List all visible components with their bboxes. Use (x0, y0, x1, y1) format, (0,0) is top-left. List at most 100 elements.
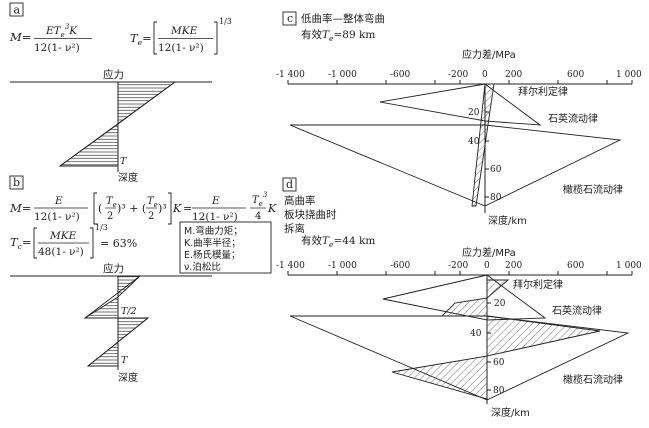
panel-a-Te-exp: 1/3 (219, 17, 232, 26)
panel-d-Te-suffix: =44 km (333, 235, 375, 247)
panel-b-legend-0: M.弯曲力矩； (184, 225, 243, 237)
panel-c-title-line1: 低曲率—整体弯曲 (301, 12, 385, 25)
panel-c-title-sub: e (329, 34, 334, 43)
panel-d-side-1: 板块挠曲时 (284, 208, 337, 221)
panel-d-tag: d (286, 178, 293, 191)
panel-d-label-byerlee: 拜尔利定律 (513, 278, 563, 291)
panel-d-xtick-3: -200 (448, 261, 468, 271)
panel-b-tag-box (9, 175, 24, 190)
panel-d: d 高曲率 板块挠曲时 拆离 有效Te=44 km 应力差/MPa -1 400… (276, 177, 642, 419)
panel-c-xtick-6: 600 (567, 70, 584, 80)
panel-b-M-bracket-left (93, 192, 97, 225)
panel-c-stress-profile (471, 83, 495, 207)
panel-c-title-T: T (322, 29, 330, 41)
svg-text:有效Te=89 km: 有效Te=89 km (301, 28, 375, 43)
panel-b-frac3-num: T (252, 195, 260, 206)
panel-b-Te-eq: = (22, 235, 32, 249)
panel-b-frac3-num-sub: e (259, 200, 263, 208)
panel-d-olivine-envelope (289, 315, 630, 401)
panel-d-xtick-0: -1 400 (276, 261, 305, 271)
panel-b-upper-compression (83, 296, 119, 319)
panel-d-stress-lower-right (486, 315, 601, 357)
panel-b-paren-open: ( (98, 202, 102, 215)
panel-b-M-lhs: M= (9, 201, 31, 215)
panel-c-title-prefix: 有效 (301, 28, 322, 41)
panel-b-depth-label: 深度 (118, 371, 138, 384)
panel-b-eq: = (183, 202, 192, 215)
panel-c-dtick-0: 20 (468, 108, 480, 118)
panel-b-legend-1: K.曲率半径； (184, 237, 241, 249)
panel-c-dtick-2: 60 (490, 165, 502, 175)
panel-c-xtick-1: -1 000 (328, 70, 357, 80)
panel-b-Te-sub: c (18, 242, 23, 251)
panel-c-x-ticks (287, 80, 633, 84)
panel-b: b M= E 12(1- ν²) ( Te 2 )³ + ( Te 2 )³ K… (9, 175, 277, 384)
panel-b-frac3-den: 4 (255, 211, 261, 222)
panel-a-Te-eq: = (142, 31, 152, 45)
panel-b-tail-K: K (267, 202, 277, 215)
panel-c-axis-title: 应力差/MPa (462, 48, 516, 61)
panel-d-xtick-4: 0 (484, 261, 490, 271)
panel-b-legend-2: E.杨氏模量； (184, 249, 241, 261)
panel-a-M-num-sup: 3 (65, 23, 70, 31)
panel-b-two1: 2 (107, 211, 113, 222)
panel-b-legend-3: ν.泊松比 (184, 261, 221, 273)
panel-a-M-den: 12(1- ν²) (34, 42, 80, 54)
panel-b-upper-tension (117, 275, 142, 299)
panel-a-depth-label: 深度 (118, 171, 138, 184)
panel-b-M-bracket-right (168, 192, 172, 225)
svg-text:有效Te=44 km: 有效Te=44 km (301, 234, 375, 249)
panel-b-stress-label: 应力 (103, 262, 124, 275)
panel-b-cube-plus: )³ + ( (117, 202, 146, 215)
panel-b-frac1-den: 12(1- ν²) (34, 211, 80, 223)
panel-d-x-ticks (287, 271, 633, 275)
panel-d-side-2: 拆离 (284, 222, 305, 235)
panel-d-Te-T: T (322, 235, 330, 247)
panel-c-dtick-3: 80 (490, 193, 502, 203)
panel-b-t1-sub: e (113, 201, 117, 209)
panel-c-label-quartz: 石英流动律 (548, 112, 598, 125)
panel-a-stress-label: 应力 (103, 68, 124, 81)
svg-text:Te=: Te= (130, 31, 152, 47)
panel-c-xtick-5: 200 (505, 70, 522, 80)
panel-a-Te-lhs: T (130, 31, 139, 45)
svg-text:ETe3K: ETe3K (45, 23, 78, 39)
panel-d-xtick-2: -600 (390, 261, 410, 271)
panel-b-Te-bracket-right (90, 227, 94, 259)
panel-d-depth-title: 深度/km (491, 406, 530, 419)
panel-b-K: K (172, 202, 182, 215)
panel-a-M-num: ET (45, 25, 62, 37)
panel-a-Te-bracket-right (214, 21, 218, 55)
panel-b-Te-exp: 1/3 (95, 223, 108, 232)
panel-b-frac2-den: 12(1- ν²) (192, 211, 238, 223)
svg-text:Tc=: Tc= (10, 235, 32, 251)
panel-d-dtick-1: 40 (470, 329, 482, 339)
panel-d-stress-upper-right (486, 279, 510, 299)
panel-d-Te-prefix: 有效 (301, 234, 322, 247)
panel-c-title-suffix: =89 km (333, 29, 375, 41)
panel-b-Te-num: MKE (49, 230, 77, 242)
panel-d-xtick-1: -1 000 (328, 261, 357, 271)
panel-a-tag: a (14, 4, 21, 17)
panel-d-label-olivine: 橄榄石流动律 (563, 373, 623, 386)
panel-b-Te-lhs: T (10, 235, 19, 249)
panel-d-axis-title: 应力差/MPa (462, 246, 516, 259)
panel-a-M-lhs: M= (9, 30, 31, 44)
panel-d-Te-sub: e (329, 240, 334, 249)
panel-c-xtick-3: -200 (448, 70, 468, 80)
panel-b-t2: T (147, 196, 155, 207)
panel-c-depth-title: 深度/km (488, 214, 527, 227)
panel-d-stress-lower-left (391, 355, 488, 400)
panel-d-dtick-2: 60 (493, 358, 505, 368)
svg-text:Te: Te (147, 196, 158, 209)
panel-a-M-num-sub: e (61, 31, 65, 39)
panel-b-t2-sub: e (154, 201, 158, 209)
panel-c-tag-box (282, 11, 297, 26)
panel-a-M-fraction: ETe3K 12(1- ν²) (34, 23, 92, 54)
panel-d-label-quartz: 石英流动律 (552, 304, 602, 317)
panel-c-xtick-7: 1 000 (616, 70, 642, 80)
panel-b-frac3-num-sup: 3 (263, 191, 268, 199)
panel-a: a M= ETe3K 12(1- ν²) Te= MKE 12(1- ν²) 1… (9, 2, 232, 184)
panel-c-tag: c (287, 12, 293, 25)
